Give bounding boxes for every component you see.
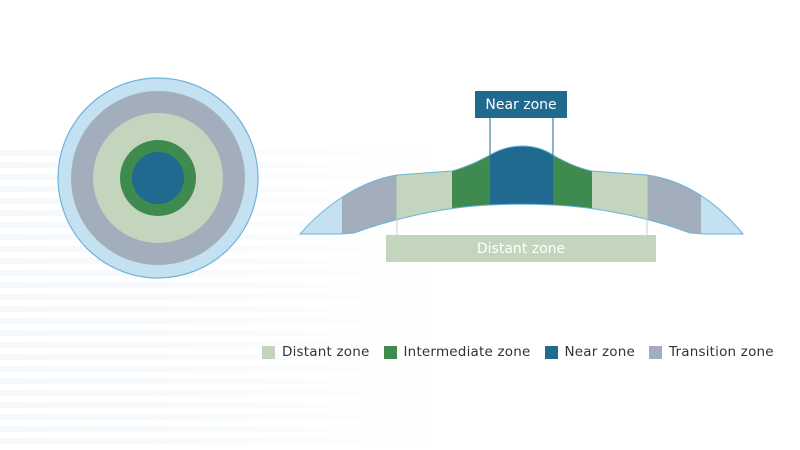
lens-cross-section — [298, 145, 745, 235]
legend-item-near: Near zone — [544, 344, 636, 360]
legend-label-near: Near zone — [564, 344, 636, 360]
legend: Distant zone Intermediate zone Near zone… — [262, 341, 774, 363]
legend-item-intermediate: Intermediate zone — [383, 344, 531, 360]
legend-item-transition: Transition zone — [649, 344, 774, 360]
transition-zone-left-segment — [342, 146, 397, 234]
lens-front-view — [57, 77, 259, 279]
outer-edge-right-segment — [701, 146, 743, 234]
legend-swatch-near — [544, 345, 558, 359]
outer-edge-left-segment — [300, 146, 342, 234]
legend-swatch-transition — [649, 345, 663, 359]
distant-zone-left-segment — [397, 146, 452, 234]
intermediate-zone-left-segment — [452, 146, 490, 234]
legend-label-transition: Transition zone — [669, 344, 774, 360]
distant-zone-callout: Distant zone — [386, 176, 656, 262]
transition-zone-right-segment — [647, 146, 701, 234]
legend-swatch-intermediate — [383, 345, 397, 359]
near-zone-label-box — [475, 91, 567, 118]
distant-zone-label-box — [386, 235, 656, 262]
legend-label-distant: Distant zone — [282, 344, 370, 360]
distant-zone-right-segment — [592, 146, 647, 234]
legend-item-distant: Distant zone — [262, 344, 370, 360]
near-zone-center — [132, 152, 184, 204]
near-zone-callout: Near zone — [475, 91, 567, 155]
intermediate-zone-right-segment — [553, 146, 592, 234]
legend-label-intermediate: Intermediate zone — [403, 344, 531, 360]
near-zone-label: Near zone — [485, 97, 556, 113]
legend-swatch-distant — [262, 345, 275, 359]
distant-zone-label: Distant zone — [477, 241, 565, 257]
lens-outline — [298, 145, 745, 235]
